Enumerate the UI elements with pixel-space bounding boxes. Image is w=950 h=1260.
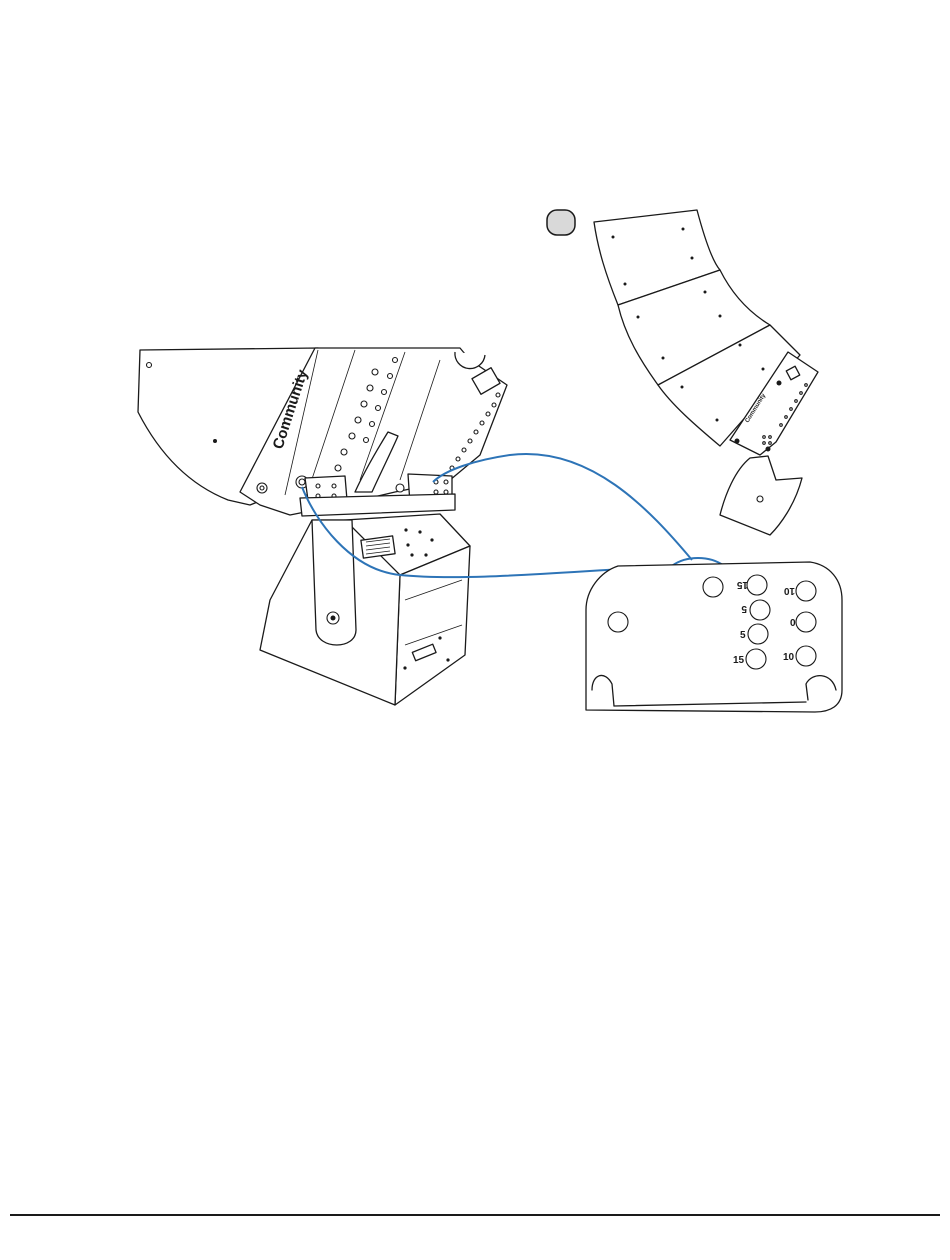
label-5: 5 <box>740 630 746 641</box>
angle-plate-detail: 15 10 5 5 0 15 10 <box>586 562 842 712</box>
label-15-flipped: 15 <box>736 579 748 590</box>
plate-hole-10-flipped <box>796 581 816 601</box>
label-10-flipped: 10 <box>783 585 795 596</box>
plate-hole-10 <box>796 646 816 666</box>
main-speaker-assembly: Community <box>138 348 507 705</box>
label-15: 15 <box>733 655 745 666</box>
inset-array: Community <box>547 210 818 535</box>
plate-hole-5-flipped <box>750 600 770 620</box>
mounting-bar <box>300 494 455 516</box>
label-5-flipped: 5 <box>741 603 747 614</box>
plate-hole-15 <box>746 649 766 669</box>
cabinet-screw-1 <box>147 363 152 368</box>
plate-hole-left <box>608 612 628 632</box>
plate-hole-5 <box>748 624 768 644</box>
step-badge <box>547 210 575 235</box>
cabinet-screw-2 <box>213 439 217 443</box>
label-10: 10 <box>783 652 795 663</box>
callout-line-right <box>433 454 692 560</box>
footer-rule <box>10 1214 940 1216</box>
plate-hole-callout <box>703 577 723 597</box>
label-0: 0 <box>790 618 796 629</box>
plate-hole-0 <box>796 612 816 632</box>
inset-yoke <box>720 456 802 535</box>
plate-hole-15-flipped <box>747 575 767 595</box>
frame-bolt-3 <box>396 484 404 492</box>
